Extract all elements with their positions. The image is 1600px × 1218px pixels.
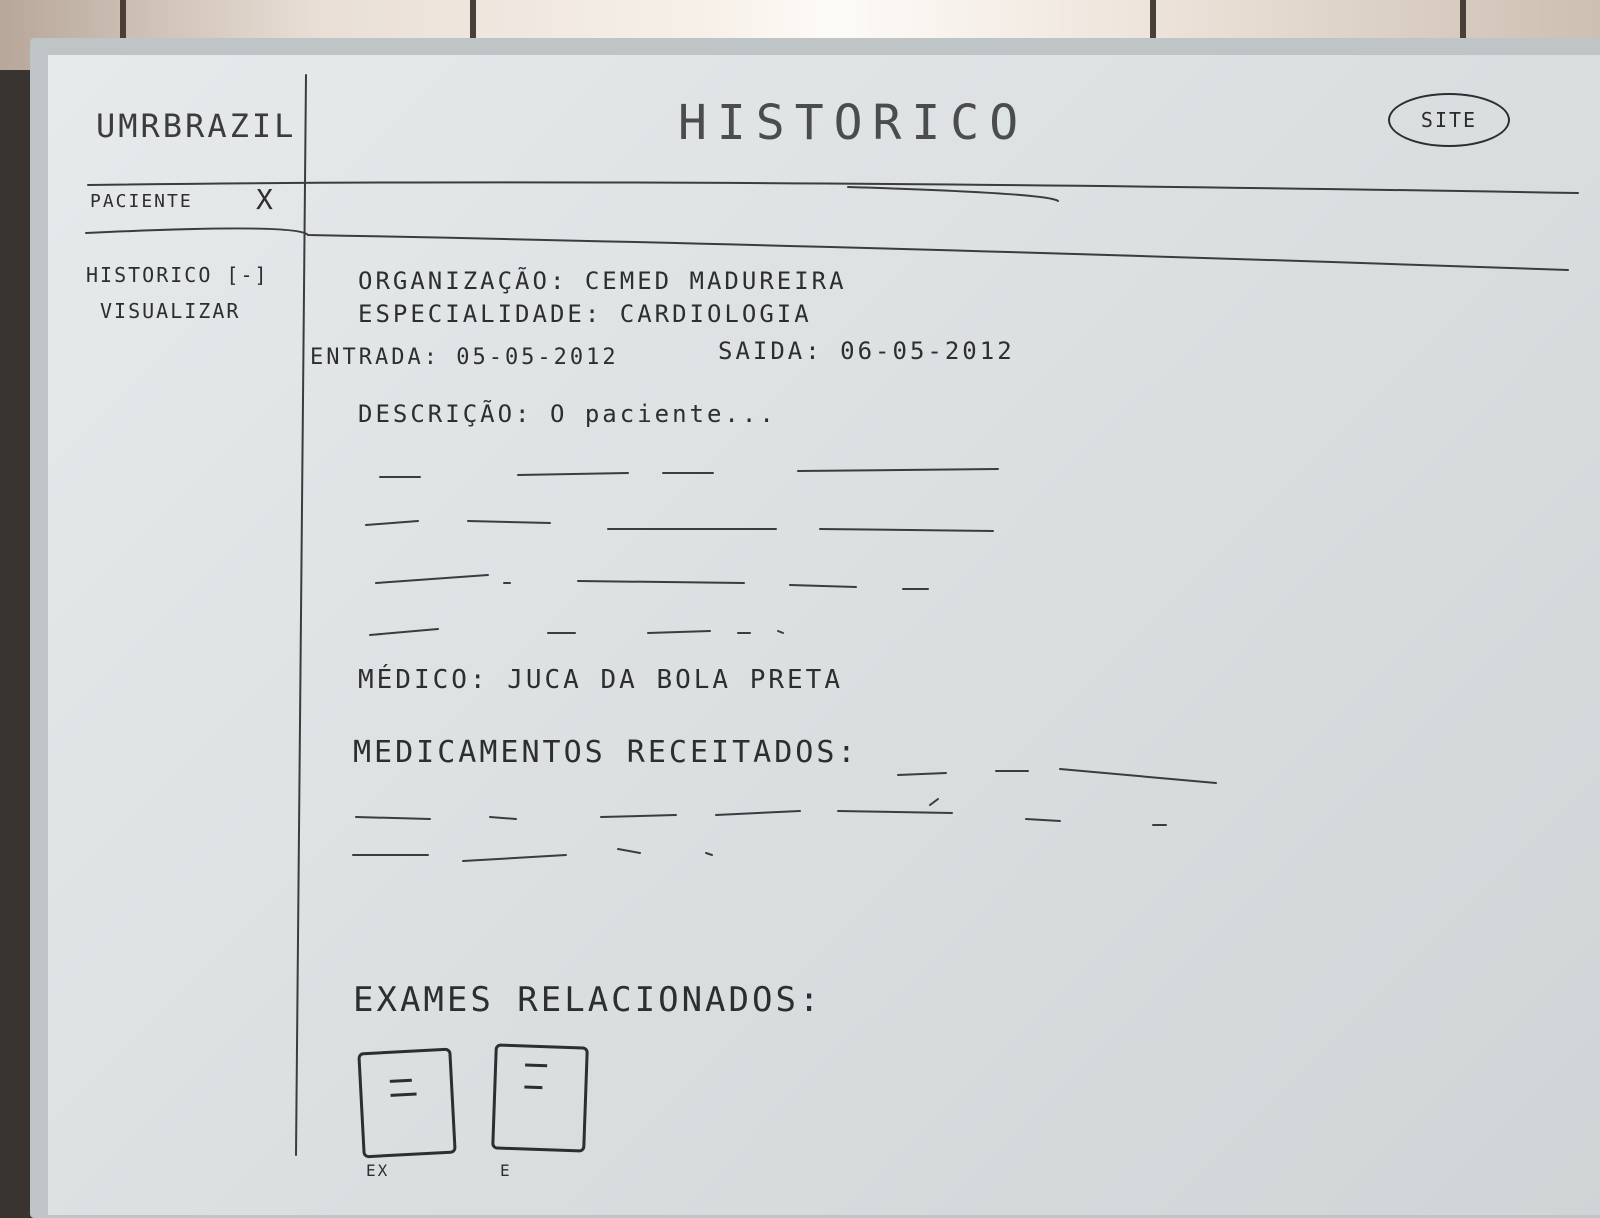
field-medicamentos: MEDICAMENTOS RECEITADOS: <box>353 735 859 770</box>
field-entrada: ENTRADA: 05-05-2012 <box>310 345 619 370</box>
page-title: HISTORICO <box>678 95 1029 151</box>
wireframe-lines <box>85 74 1579 1156</box>
whiteboard-wireframe: UMRBRAZIL HISTORICO SITE PACIENTE X HIST… <box>48 55 1600 1215</box>
tab-divider <box>85 227 1569 271</box>
field-descricao: DESCRIÇÃO: O paciente... <box>358 400 777 428</box>
site-button[interactable]: SITE <box>1388 93 1510 147</box>
close-icon[interactable]: X <box>256 183 275 216</box>
header-divider <box>87 181 1579 194</box>
field-medico: MÉDICO: JUCA DA BOLA PRETA <box>358 665 843 695</box>
document-icon[interactable] <box>491 1043 589 1153</box>
window-bar <box>470 0 476 70</box>
sidebar-item-historico[interactable]: HISTORICO [-] <box>86 263 269 287</box>
sidebar-item-visualizar[interactable]: VISUALIZAR <box>100 299 241 323</box>
window-bar <box>1150 0 1156 70</box>
field-organizacao: ORGANIZAÇÃO: CEMED MADUREIRA <box>358 267 847 295</box>
app-brand-logo: UMRBRAZIL <box>96 107 297 145</box>
document-icon[interactable] <box>357 1047 457 1159</box>
exam-caption: E <box>500 1161 512 1180</box>
tab-paciente[interactable]: PACIENTE <box>90 191 193 212</box>
window-bar <box>120 0 126 70</box>
field-saida: SAIDA: 06-05-2012 <box>718 337 1015 365</box>
exam-caption: EX <box>366 1161 390 1180</box>
site-button-label: SITE <box>1420 108 1478 132</box>
field-especialidade: ESPECIALIDADE: CARDIOLOGIA <box>358 300 812 328</box>
sidebar-divider <box>295 74 307 1156</box>
window-bar <box>1460 0 1466 70</box>
exams-heading: EXAMES RELACIONADOS: <box>353 980 823 1020</box>
